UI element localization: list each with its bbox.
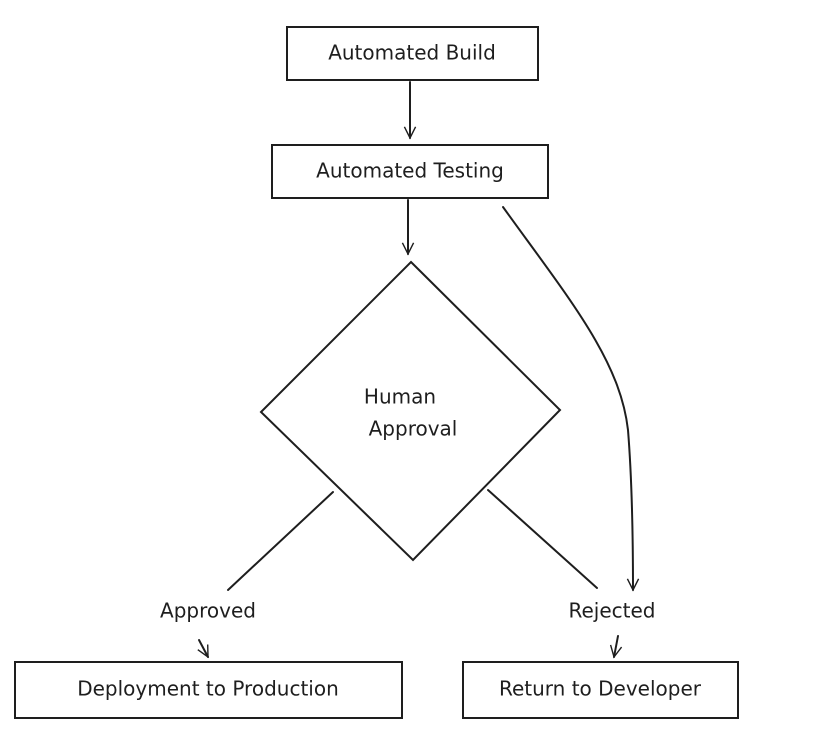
node-label: Deployment to Production [77,677,339,701]
node-label: Automated Testing [316,159,504,183]
node-label: Automated Build [328,41,496,65]
arrow-rejected-to-return [614,635,618,657]
node-automated-testing[interactable]: Automated Testing [271,144,549,199]
node-label-line2: Approval [369,417,458,441]
node-return-to-developer[interactable]: Return to Developer [462,661,739,719]
edge-rejected-line [487,489,598,589]
edge-label-approved: Approved [160,599,256,623]
arrow-approved-to-deploy [199,639,209,657]
node-label: Return to Developer [499,677,702,701]
arrow-testing-to-return [502,206,633,590]
node-human-approval[interactable]: Human Approval [259,260,562,562]
node-automated-build[interactable]: Automated Build [286,26,539,81]
edge-approved-line [227,491,334,591]
node-label-line1: Human [364,385,436,409]
edge-label-rejected: Rejected [568,599,655,623]
node-deployment-to-production[interactable]: Deployment to Production [14,661,403,719]
